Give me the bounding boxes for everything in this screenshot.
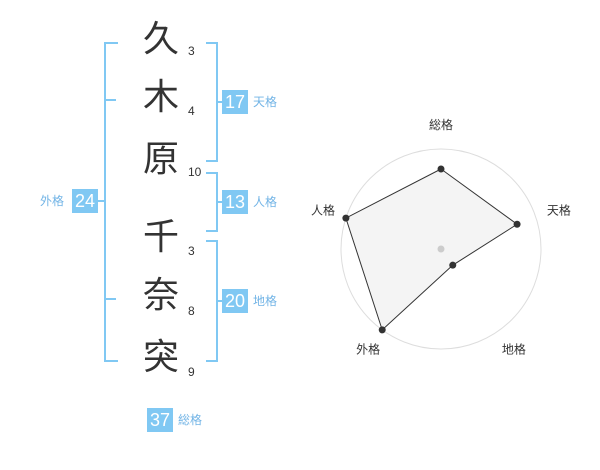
gaikaku-value: 24 bbox=[72, 189, 98, 213]
bracket-tick bbox=[104, 298, 116, 300]
radar-axis-label-5: 人格 bbox=[311, 203, 335, 218]
radar-axis-label-3: 地格 bbox=[502, 341, 526, 356]
name-char-1: 久 bbox=[142, 19, 179, 60]
gaikaku-bracket bbox=[104, 42, 118, 362]
radar-point-4 bbox=[378, 326, 386, 334]
soukaku-value: 37 bbox=[147, 408, 173, 432]
radar-point-5 bbox=[342, 214, 350, 222]
stroke-count-3: 10 bbox=[188, 165, 202, 179]
stroke-count-1: 3 bbox=[188, 44, 195, 58]
bracket-connector bbox=[218, 101, 222, 103]
name-char-6: 突 bbox=[142, 337, 179, 378]
name-char-4: 千 bbox=[142, 217, 179, 258]
stroke-count-5: 8 bbox=[188, 304, 195, 318]
radar-axis-label-4: 外格 bbox=[356, 341, 380, 356]
chikaku-label: 地格 bbox=[253, 294, 278, 308]
radar-point-3 bbox=[449, 261, 457, 269]
radar-axis-label-2: 天格 bbox=[547, 203, 571, 218]
bracket-connector bbox=[218, 300, 222, 302]
gaikaku-label: 外格 bbox=[40, 194, 65, 208]
stroke-count-2: 4 bbox=[188, 104, 195, 118]
name-char-3: 原 bbox=[142, 139, 179, 180]
tenkaku-label: 天格 bbox=[253, 95, 278, 109]
bracket-connector bbox=[218, 201, 222, 203]
jinkaku-bracket bbox=[206, 172, 218, 232]
soukaku-label: 総格 bbox=[178, 413, 203, 427]
stroke-count-4: 3 bbox=[188, 244, 195, 258]
radar-area bbox=[345, 168, 518, 331]
jinkaku-value: 13 bbox=[222, 190, 248, 214]
radar-center-dot bbox=[437, 245, 445, 253]
chikaku-bracket bbox=[206, 240, 218, 362]
name-char-5: 奈 bbox=[142, 275, 179, 316]
jinkaku-label: 人格 bbox=[253, 195, 278, 209]
stroke-count-6: 9 bbox=[188, 365, 195, 379]
radar-point-1 bbox=[437, 165, 445, 173]
tenkaku-value: 17 bbox=[222, 90, 248, 114]
radar-point-2 bbox=[513, 220, 521, 228]
bracket-tick bbox=[104, 99, 116, 101]
tenkaku-bracket bbox=[206, 42, 218, 162]
bracket-connector bbox=[98, 200, 104, 202]
radar-axis-label-1: 総格 bbox=[429, 117, 453, 132]
name-char-2: 木 bbox=[142, 77, 179, 118]
chikaku-value: 20 bbox=[222, 289, 248, 313]
